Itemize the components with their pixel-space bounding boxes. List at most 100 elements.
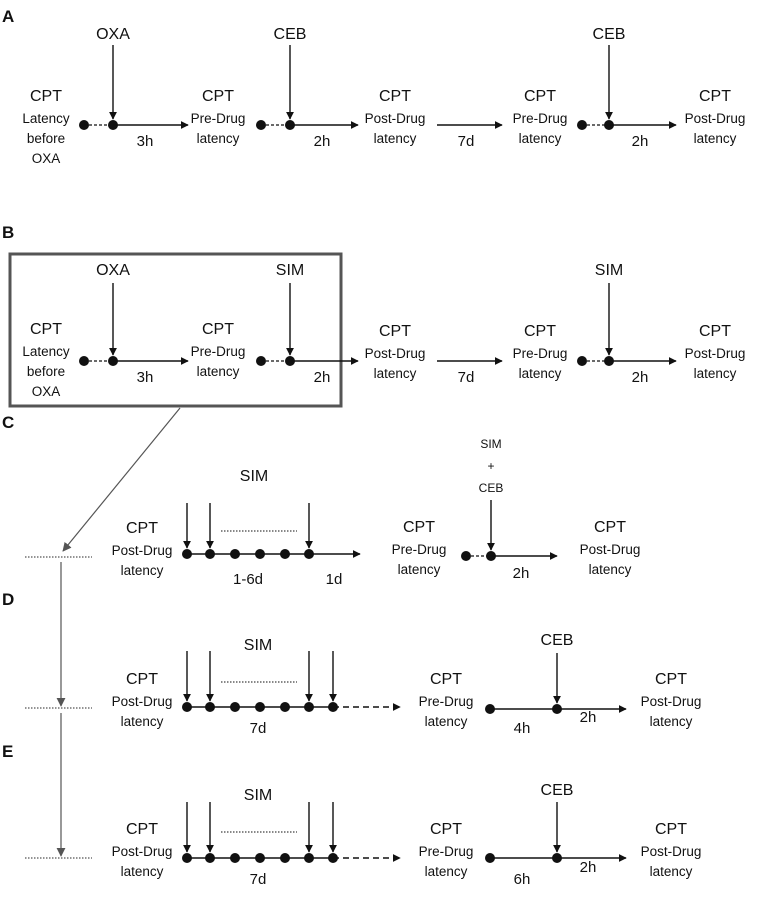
latency-label: latency [650,864,693,879]
duration-7d: 7d [250,871,267,888]
row-c: CPT Post-Drug latency SIM 1-6d 1d CPT Pr… [112,437,641,588]
post-drug-label: Post-Drug [580,542,641,557]
pre-drug-label: Pre-Drug [191,111,246,126]
timepoint-dot [205,549,215,559]
pre-drug-label: Pre-Drug [419,844,474,859]
panel-label-e: E [2,742,13,761]
post-drug-label: Post-Drug [685,346,746,361]
duration-6h: 6h [514,871,531,888]
pre-drug-label: Pre-Drug [191,344,246,359]
sim-drug-label: SIM [276,262,304,279]
sim-drug-label: SIM [240,468,268,485]
post-drug-label: Post-Drug [365,111,426,126]
timepoint-dot [280,702,290,712]
cpt-label: CPT [655,821,687,838]
row-e: CPT Post-Drug latency SIM 7d CPT Pre-Dru… [112,782,702,888]
cpt-label: CPT [594,519,626,536]
latency-label: latency [519,366,562,381]
cpt-label: CPT [524,88,556,105]
duration-7d: 7d [458,369,475,386]
latency-label: latency [425,714,468,729]
cpt-label: CPT [126,520,158,537]
cpt-label: CPT [379,88,411,105]
latency-label: latency [519,131,562,146]
duration-3h: 3h [137,369,154,386]
post-drug-label: Post-Drug [641,694,702,709]
cpt-label: CPT [524,323,556,340]
before-label: before [27,131,65,146]
timepoint-dot [255,702,265,712]
sim-drug-label: SIM [244,787,272,804]
timepoint-dot [304,702,314,712]
before-label: before [27,364,65,379]
pre-drug-label: Pre-Drug [513,111,568,126]
latency-label: latency [650,714,693,729]
post-drug-label: Post-Drug [365,346,426,361]
duration-2h: 2h [314,369,331,386]
connectors [25,407,181,859]
pre-drug-label: Pre-Drug [419,694,474,709]
timepoint-dot [255,853,265,863]
cpt-label: CPT [699,88,731,105]
timepoint-dot [328,702,338,712]
timepoint-dot [230,549,240,559]
cpt-label: CPT [30,88,62,105]
latency-label: latency [197,131,240,146]
post-drug-label: Post-Drug [685,111,746,126]
latency-label: latency [374,131,417,146]
oxa-drug-label: OXA [96,262,130,279]
post-drug-label: Post-Drug [112,844,173,859]
duration-7d: 7d [458,133,475,150]
cpt-label: CPT [430,821,462,838]
ceb-drug-label: CEB [274,26,307,43]
panel-label-a: A [2,7,14,26]
cpt-label: CPT [126,671,158,688]
duration-2h: 2h [580,709,597,726]
timepoint-dot [205,702,215,712]
panel-label-c: C [2,413,14,432]
duration-2h: 2h [580,859,597,876]
oxa-label: OXA [32,151,61,166]
duration-2h: 2h [632,133,649,150]
post-drug-label: Post-Drug [112,543,173,558]
latency-label: latency [425,864,468,879]
cpt-label: CPT [655,671,687,688]
timepoint-dot [205,853,215,863]
connector-arrow [62,407,181,552]
timepoint-dot [280,853,290,863]
duration-3h: 3h [137,133,154,150]
latency-label: latency [398,562,441,577]
cpt-label: CPT [699,323,731,340]
timepoint-dot [182,702,192,712]
sim-drug-label: SIM [480,437,501,451]
timepoint-dot [328,853,338,863]
sim-drug-label: SIM [244,637,272,654]
cpt-label: CPT [202,88,234,105]
duration-4h: 4h [514,720,531,737]
panel-label-d: D [2,590,14,609]
latency-label: latency [121,714,164,729]
pre-drug-label: Pre-Drug [513,346,568,361]
timepoint-dot [255,549,265,559]
duration-1-6d: 1-6d [233,571,263,588]
latency-label: latency [694,131,737,146]
timepoint-dot [280,549,290,559]
latency-label: latency [121,864,164,879]
duration-7d: 7d [250,720,267,737]
ceb-drug-label: CEB [541,632,574,649]
cpt-label: CPT [126,821,158,838]
latency-label: latency [694,366,737,381]
ceb-drug-label: CEB [541,782,574,799]
timepoint-dot [304,853,314,863]
latency-label: latency [374,366,417,381]
timepoint-dot [304,549,314,559]
duration-2h: 2h [632,369,649,386]
latency-label: latency [197,364,240,379]
cpt-label: CPT [30,321,62,338]
timepoint-dot [230,853,240,863]
latency-label: latency [121,563,164,578]
panel-label-b: B [2,223,14,242]
sim-drug-label: SIM [595,262,623,279]
